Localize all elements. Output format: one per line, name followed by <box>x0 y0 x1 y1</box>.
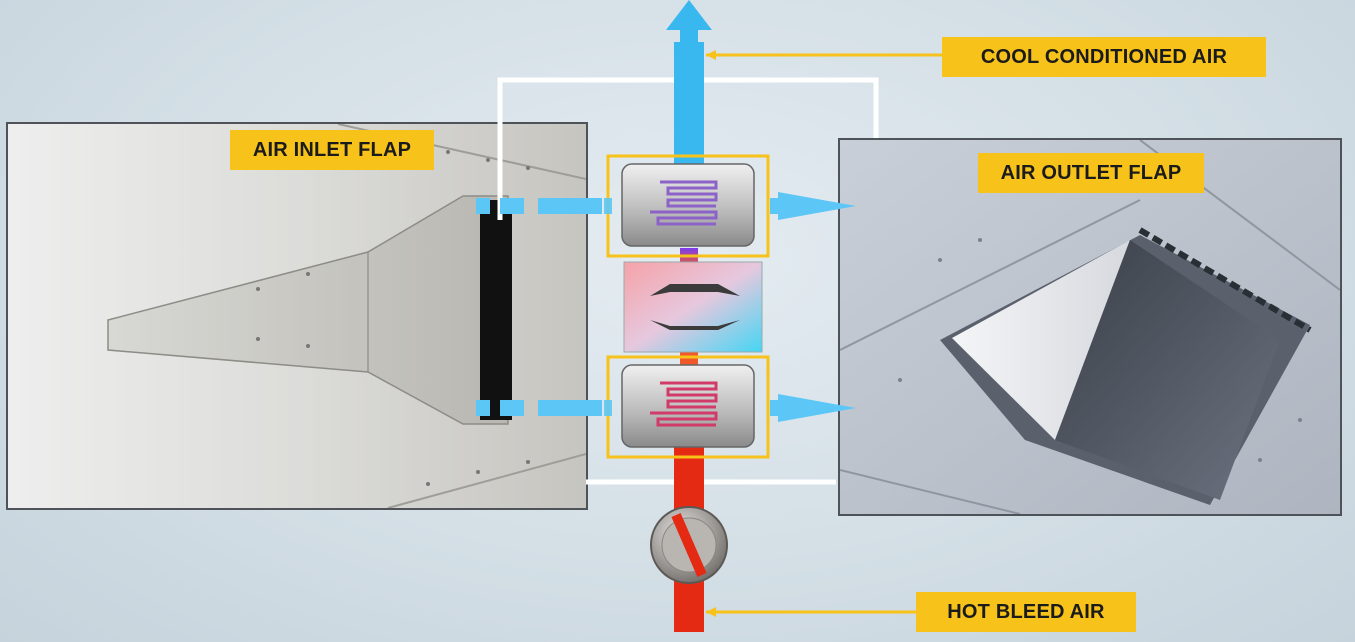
cool-air-duct <box>674 42 704 164</box>
ram-air-arrow-lower <box>476 394 856 422</box>
compressor-blade-icon <box>650 320 740 330</box>
ram-air-arrow-upper <box>476 192 856 220</box>
air-outlet-illustration <box>840 140 1340 514</box>
valve-butterfly <box>671 513 707 577</box>
turbine-blade-icon <box>650 284 740 296</box>
air-outlet-photo <box>838 138 1342 516</box>
cool-air-up-arrow <box>666 0 712 44</box>
cool-conditioned-air-label: COOL CONDITIONED AIR <box>942 37 1266 77</box>
air-cycle-machine <box>623 261 763 353</box>
air-outlet-flap-label: AIR OUTLET FLAP <box>978 153 1204 193</box>
heat-exchanger-coil-icon <box>650 381 718 427</box>
air-inlet-photo <box>6 122 588 510</box>
air-inlet-flap-label: AIR INLET FLAP <box>230 130 434 170</box>
heat-exchanger-coil-icon <box>650 180 718 226</box>
air-inlet-illustration <box>8 124 586 508</box>
hot-bleed-air-label: HOT BLEED AIR <box>916 592 1136 632</box>
